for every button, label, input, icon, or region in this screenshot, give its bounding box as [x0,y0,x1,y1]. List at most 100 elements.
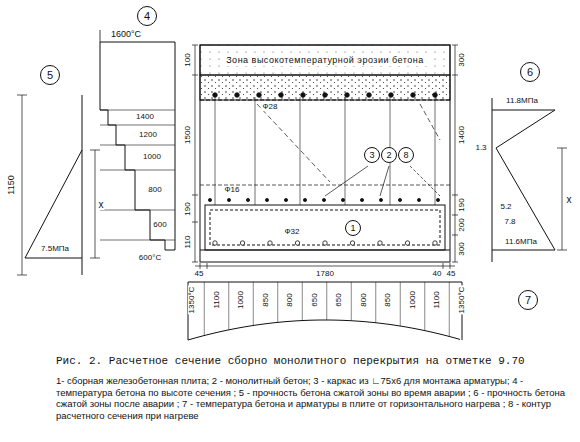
rebar-label: Ф28 [262,103,279,111]
dimension-tick [452,45,458,46]
dimension-symbol: x [98,200,105,210]
dimension-tick [452,75,458,76]
rebar-28 [367,93,372,98]
dimension-symbol: x [566,195,573,205]
strength-value: 7.5МПа [40,245,70,253]
strength-value: 11.6МПа [504,238,538,246]
stirrup-bar [215,97,216,205]
callout-number: 4 [137,6,157,26]
rebar-16 [322,198,325,201]
section-outline [200,45,450,262]
strength-value: 7.8 [503,218,516,226]
dimension-value: 300 [458,241,466,256]
rebar-28 [433,93,438,98]
rebar-16 [303,198,306,201]
temperature-step-line [100,110,175,111]
dimension-tick [192,222,198,223]
dimension-tick [192,195,198,196]
callout-text: 5 [47,70,53,81]
frame-diagonal [257,104,330,182]
rebar-32 [350,241,354,245]
dimension-line [95,150,96,258]
dimension-tick [192,75,198,76]
dimension-value: 1400 [458,125,466,145]
rebar-16 [379,198,382,201]
callout-number: 2 [381,147,397,163]
temperature-ordinate [375,282,376,323]
stirrup-bar [255,97,256,205]
temperature-value: 800 [286,292,294,307]
frame-diagonal [420,104,440,140]
temperature-ordinate [253,282,254,325]
rebar-28 [213,93,218,98]
rebar-32 [295,241,299,245]
temperature-value: 1000 [409,290,417,310]
strength-value: 11.8МПа [505,97,539,105]
precast-slab [205,205,445,250]
dense-concrete-zone [200,75,450,100]
dimension-tick [450,263,451,269]
rebar-28 [323,93,328,98]
temperature-value: 1350°C [458,286,466,315]
dimension-value: 40 [432,270,443,278]
callout-text: 7 [525,295,531,306]
dimension-line [195,266,455,267]
temperature-value: 800 [360,292,368,307]
leader-line [410,166,440,196]
callout-number: 6 [520,62,540,82]
dimension-value: 110 [184,235,192,250]
rebar-16 [341,198,344,201]
temperature-ordinate [302,282,303,321]
rebar-16 [284,198,287,201]
temperature-step-line [100,210,175,211]
callout-text: 3 [369,151,374,160]
strength-axis [82,95,83,275]
dimension-tick [452,262,458,263]
callout-number: 5 [40,65,60,85]
dimension-line [22,95,23,275]
dimension-value: 190 [184,201,192,216]
strength-diagram [25,150,82,258]
callout-number: 1 [345,220,361,236]
rebar-32 [433,241,437,245]
rebar-28 [257,93,262,98]
strength-axis [492,98,493,262]
strength-diagram [492,110,555,250]
zone-band: Зона высокотемпературной эрозии бетона [205,48,445,72]
callout-text: 2 [386,151,391,160]
temperature-value: 1200 [138,131,158,139]
dimension-value: 200 [458,217,466,232]
leader-line [325,166,368,196]
legend-note: 1- сборная железобетонная плита; 2 - мон… [55,375,572,421]
leader-line [380,166,389,196]
temperature-step-line [100,125,175,126]
temperature-profile-tick [100,30,101,42]
callout-number: 8 [398,147,414,163]
temperature-value: 850 [262,292,270,307]
strength-value: 1.3 [474,144,487,152]
rebar-16 [398,198,401,201]
callout-number: 7 [518,290,538,310]
dimension-value: 45 [194,270,205,278]
temperature-step-line [100,170,175,171]
rebar-32 [240,241,244,245]
rebar-label: Ф32 [284,228,301,236]
callout-text: 1 [350,224,355,233]
figure-caption: Рис. 2. Расчетное сечение сборно монолит… [55,356,526,367]
dimension-value: 45 [446,270,457,278]
dimension-value: 1780 [315,270,335,278]
rebar-32 [405,241,409,245]
rebar-16 [436,198,439,201]
rebar-28 [279,93,284,98]
stirrup-bar [300,97,301,205]
temperature-ordinate [277,282,278,322]
dimension-tick [90,258,100,259]
reinforcement-line [200,100,450,101]
rebar-16 [360,198,363,201]
rebar-28 [345,93,350,98]
dimension-line [195,45,196,262]
dimension-line [455,45,456,262]
dimension-tick [452,215,458,216]
temperature-value: 650 [335,292,343,307]
temperature-value: 600°C [138,254,162,262]
